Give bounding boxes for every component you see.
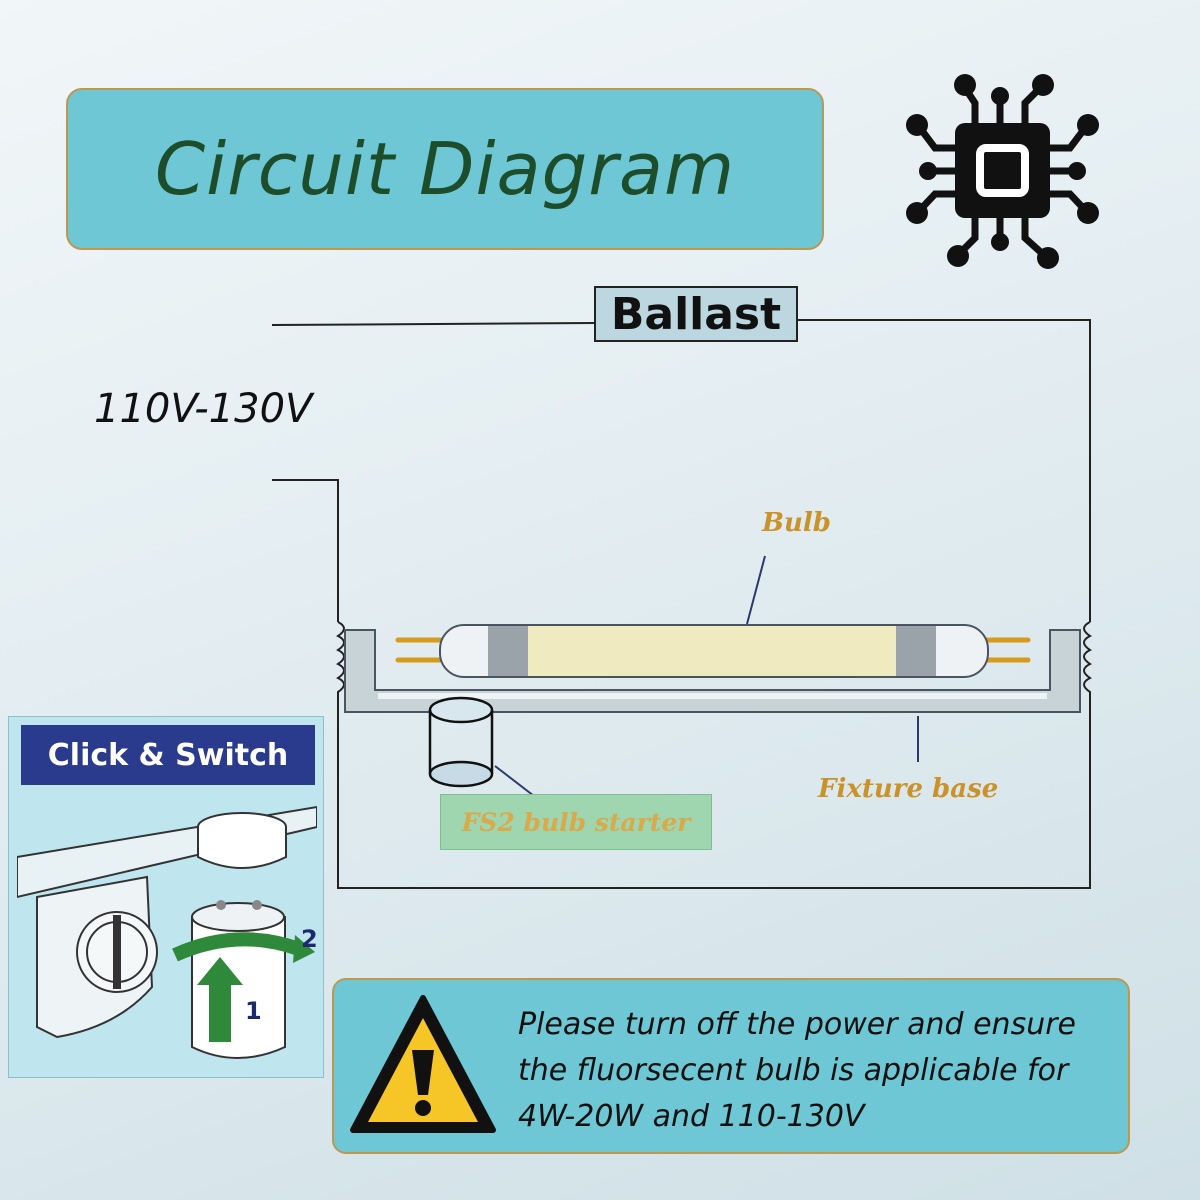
click-switch-title: Click & Switch [47,737,289,773]
fixture-base-label: Fixture base [818,774,999,804]
starter-install-illustration: 1 2 [17,805,317,1059]
click-switch-header: Click & Switch [21,725,315,785]
page-title: Circuit Diagram [154,127,736,211]
warning-panel: Please turn off the power and ensure the… [332,978,1130,1154]
step-2-number: 2 [301,925,317,953]
ballast-label: Ballast [610,288,782,340]
voltage-label: 110V-130V [94,386,313,432]
warning-text: Please turn off the power and ensure the… [518,1002,1118,1140]
warning-line: 4W-20W and 110-130V [518,1099,865,1134]
click-switch-panel: Click & Switch 1 2 [8,716,324,1078]
starter-label: FS2 bulb starter [461,807,691,837]
chip-circuit-icon [906,74,1099,269]
ballast-box: Ballast [594,286,798,342]
step-1-number: 1 [245,997,262,1025]
warning-line: the fluorsecent bulb is applicable for [518,1053,1069,1088]
bulb-label: Bulb [762,508,831,538]
starter-cylinder-icon [428,696,494,788]
title-banner: Circuit Diagram [66,88,824,250]
warning-triangle-icon [350,995,496,1133]
warning-line: Please turn off the power and ensure [518,1007,1077,1042]
starter-label-box: FS2 bulb starter [440,794,712,850]
